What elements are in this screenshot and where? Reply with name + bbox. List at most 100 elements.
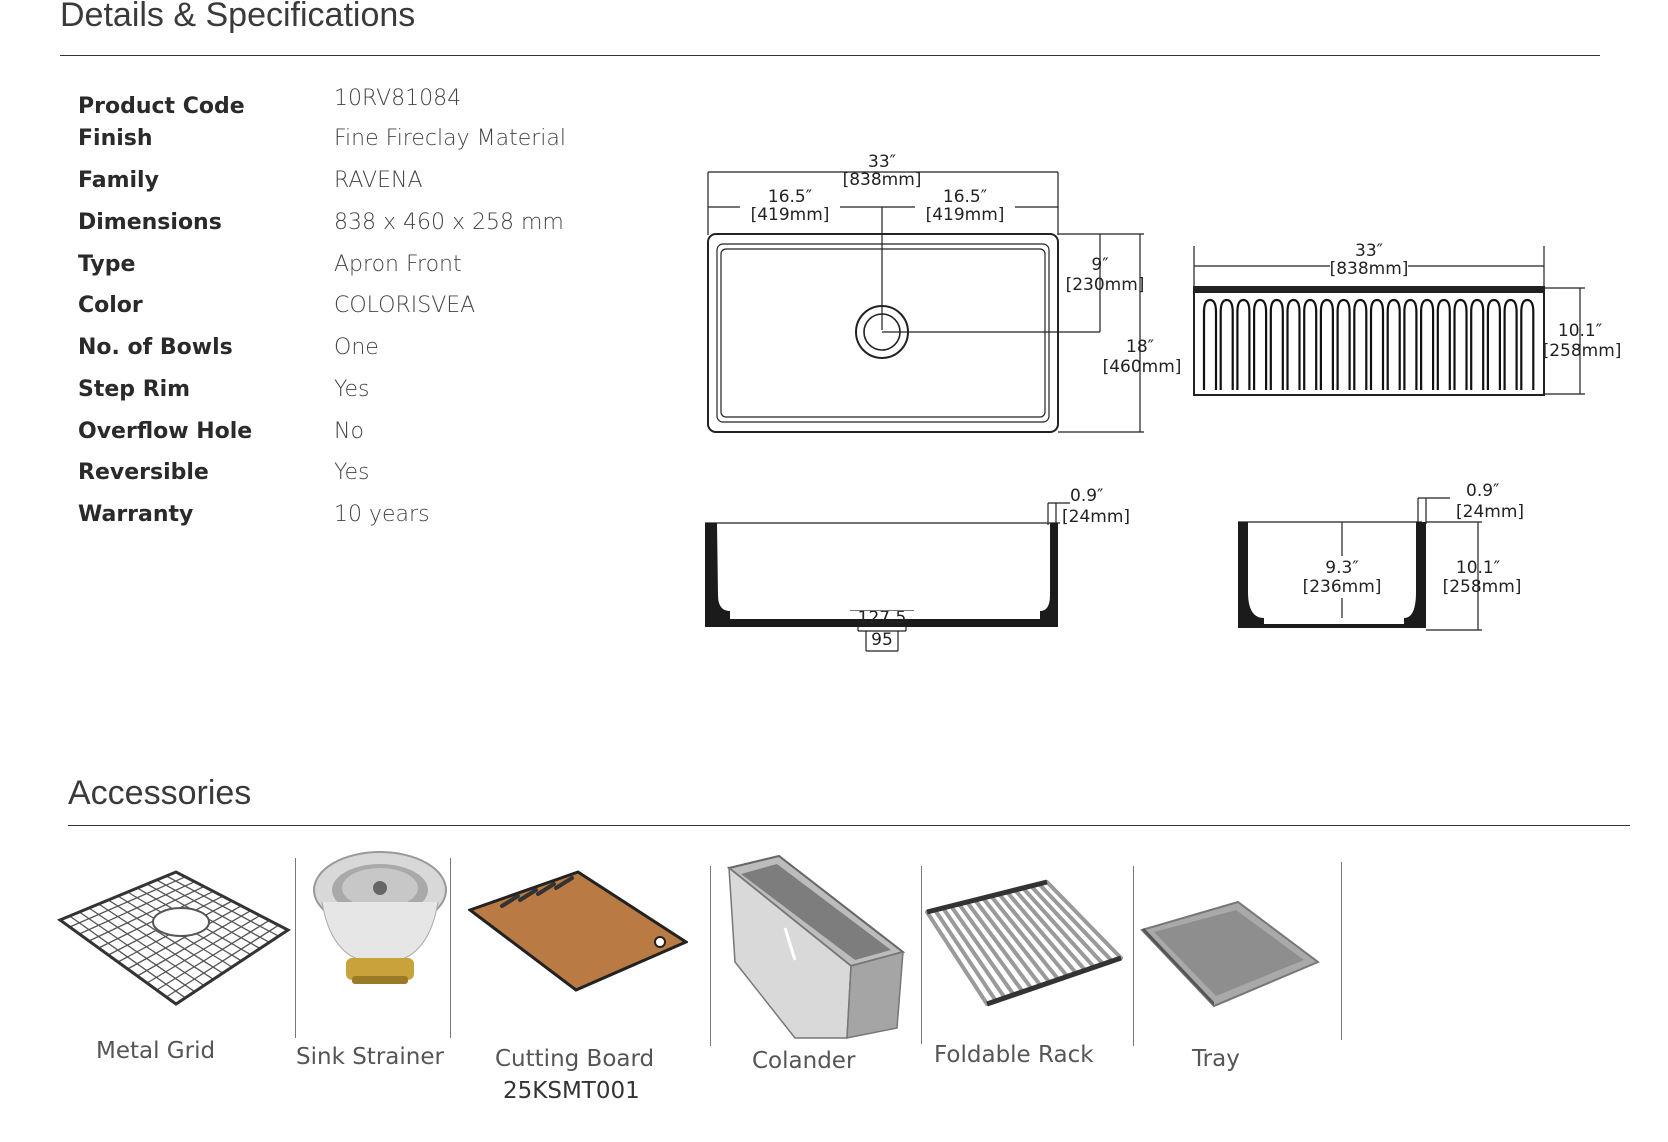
- spec-label: Overflow Hole: [78, 419, 253, 444]
- sink-long-section-drawing: 0.9″ [24mm] 127.5 95: [705, 486, 1130, 652]
- spec-value: No: [334, 419, 364, 444]
- spec-value: COLORISVEA: [334, 293, 476, 318]
- front-width-mm: [838mm]: [1330, 259, 1409, 279]
- spec-label: Product Code: [78, 94, 245, 119]
- sink-strainer-image: [313, 851, 447, 984]
- accessory-tray[interactable]: Tray: [1140, 898, 1320, 1072]
- accessory-divider: [710, 866, 711, 1046]
- rack-rod: [997, 892, 1070, 979]
- apron-flute: [1319, 298, 1334, 390]
- spec-value: Apron Front: [334, 252, 462, 277]
- spec-label: Dimensions: [78, 210, 222, 235]
- accessory-sink-strainer[interactable]: Sink Strainer: [296, 850, 450, 1070]
- apron-flute: [1253, 298, 1268, 390]
- rack-rod: [941, 906, 1007, 1000]
- apron-flute: [1269, 298, 1284, 390]
- spec-value: Fine Fireclay Material: [334, 126, 566, 151]
- accessory-label: Sink Strainer: [296, 1044, 444, 1070]
- apron-flute: [1303, 298, 1318, 390]
- rack-rod: [933, 908, 998, 1003]
- front-height-inches: 10.1″: [1558, 321, 1602, 341]
- spec-value: RAVENA: [334, 168, 423, 193]
- bowl-depth-mm: [236mm]: [1303, 577, 1382, 597]
- tray-image: [1140, 900, 1320, 1008]
- accessory-colander[interactable]: Colander: [725, 852, 915, 1074]
- apron-flute: [1353, 298, 1368, 390]
- rack-rod: [981, 896, 1052, 985]
- grid-wire: [165, 924, 280, 998]
- top-half-right-inches: 16.5″: [943, 187, 987, 207]
- rack-rod: [1037, 882, 1115, 964]
- apron-flute: [1202, 298, 1218, 390]
- accessory-divider: [450, 858, 451, 1038]
- accessory-foldable-rack[interactable]: Foldable Rack: [925, 878, 1125, 1068]
- apron-flute: [1503, 298, 1518, 390]
- accessory-label: Foldable Rack: [934, 1042, 1094, 1068]
- top-width-inches: 33″: [868, 152, 896, 172]
- spec-value: 10RV81084: [334, 86, 462, 111]
- apron-flute: [1336, 298, 1351, 390]
- rack-rod: [1021, 886, 1097, 970]
- grid-wire: [166, 875, 279, 937]
- apron-flute: [1219, 298, 1234, 390]
- cutting-board-image: [466, 870, 690, 992]
- top-drain-mm: [230mm]: [1066, 275, 1145, 295]
- apron-flute: [1436, 298, 1451, 390]
- spec-value: Yes: [334, 377, 370, 402]
- spec-label: Step Rim: [78, 377, 191, 402]
- spec-value: Yes: [334, 460, 370, 485]
- top-depth-mm: [460mm]: [1103, 357, 1182, 377]
- sink-short-section-drawing: 0.9″ [24mm] 9.3″ [236mm] 10.1″ [258mm]: [1238, 481, 1524, 631]
- front-width-inches: 33″: [1355, 241, 1383, 261]
- short-section-rim-mm: [24mm]: [1456, 502, 1524, 522]
- accessories-title: Accessories: [68, 774, 252, 812]
- apron-flute: [1386, 298, 1401, 390]
- spec-label: Finish: [78, 126, 153, 151]
- details-title: Details & Specifications: [60, 0, 416, 34]
- rack-rod: [1029, 884, 1106, 967]
- accessory-divider: [295, 858, 296, 1038]
- accessory-label: Colander: [752, 1048, 856, 1074]
- spec-label: Type: [78, 252, 136, 277]
- grid-wire: [156, 919, 270, 991]
- short-section-height-mm: [258mm]: [1443, 577, 1522, 597]
- accessory-label: Metal Grid: [96, 1038, 216, 1064]
- accessory-label: Cutting Board: [495, 1046, 655, 1072]
- top-depth-inches: 18″: [1126, 337, 1154, 357]
- rack-rod: [989, 894, 1061, 982]
- spec-value: 838 x 460 x 258 mm: [334, 210, 564, 235]
- accessory-metal-grid[interactable]: Metal Grid: [56, 850, 296, 1064]
- rack-rod: [965, 900, 1034, 991]
- top-width-mm: [838mm]: [843, 170, 922, 190]
- rack-rod: [957, 902, 1025, 994]
- long-section-rim-mm: [24mm]: [1062, 507, 1130, 527]
- accessory-label: Tray: [1192, 1046, 1240, 1072]
- outlet-top-dimension: 127.5: [858, 608, 907, 628]
- spec-label: Warranty: [78, 502, 194, 527]
- apron-flute: [1520, 298, 1535, 390]
- short-section-rim-inches: 0.9″: [1466, 481, 1499, 501]
- apron-flute: [1453, 298, 1468, 390]
- apron-flute: [1403, 298, 1418, 390]
- sink-top-view-drawing: 33″ [838mm] 16.5″ [419mm] 16.5″ [419mm] …: [707, 152, 1182, 433]
- top-half-left-mm: [419mm]: [751, 205, 830, 225]
- sink-front-view-drawing: 33″ [838mm] 10.1″ [258mm]: [1193, 241, 1622, 396]
- accessory-divider: [921, 866, 922, 1044]
- rack-rod: [949, 904, 1016, 997]
- spec-label: Color: [78, 293, 143, 318]
- metal-grid-image: [56, 870, 291, 1006]
- details-divider: [60, 55, 1600, 56]
- colander-image: [726, 854, 906, 1039]
- accessory-code: 25KSMT001: [503, 1078, 640, 1104]
- accessory-cutting-board[interactable]: Cutting Board 25KSMT001: [466, 850, 690, 1104]
- apron-flute: [1236, 298, 1251, 390]
- apron-flute: [1486, 298, 1501, 390]
- front-height-mm: [258mm]: [1543, 341, 1622, 361]
- top-half-left-inches: 16.5″: [768, 187, 812, 207]
- spec-label: Family: [78, 168, 159, 193]
- apron-flute: [1470, 298, 1485, 390]
- foldable-rack-image: [925, 879, 1123, 1007]
- rack-rod: [973, 898, 1043, 988]
- rack-rod: [925, 910, 989, 1006]
- short-section-height-inches: 10.1″: [1456, 558, 1500, 578]
